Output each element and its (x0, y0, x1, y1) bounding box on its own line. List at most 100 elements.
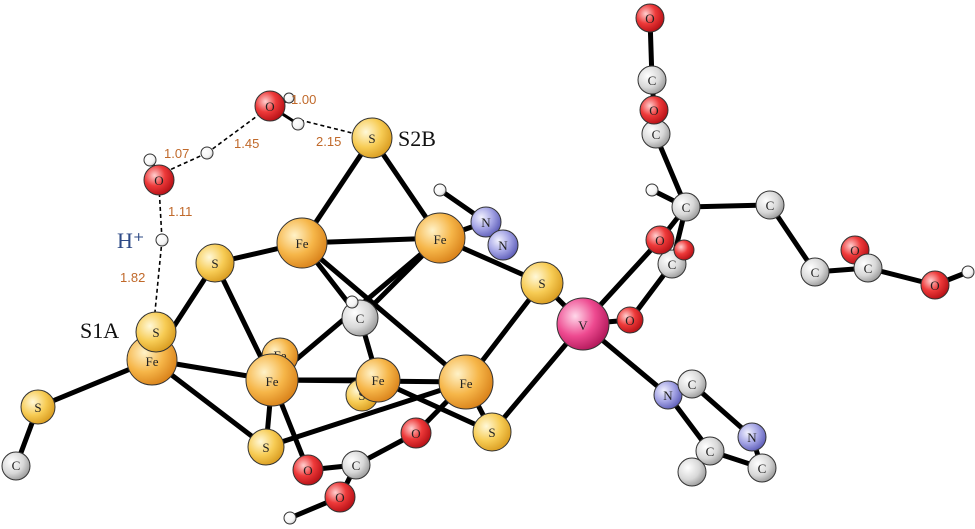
svg-text:S: S (34, 400, 41, 415)
atom-o-top-2: O (639, 95, 669, 125)
atom-h-carbide (345, 295, 359, 309)
svg-text:O: O (850, 243, 859, 258)
atom-fe-upper-right: Fe (414, 212, 466, 264)
distance-2-15: 2.15 (316, 134, 341, 149)
atom-h-water-2a (291, 117, 305, 131)
svg-text:O: O (265, 99, 274, 114)
svg-text:O: O (645, 11, 654, 26)
atom-c-carbide: C (341, 299, 379, 337)
atom-c-histidine-4 (677, 457, 707, 487)
svg-text:C: C (706, 444, 715, 459)
svg-text:V: V (578, 318, 588, 333)
atom-h-proton (155, 233, 169, 247)
atom-s2b: S (351, 117, 393, 159)
svg-text:Fe: Fe (372, 373, 385, 388)
atom-fe-middle: Fe (355, 357, 401, 403)
atom-h-imidazole (433, 183, 447, 197)
atom-c-histidine-2: C (695, 436, 725, 466)
svg-text:O: O (930, 278, 939, 293)
atom-c-top-2: C (641, 119, 671, 149)
svg-text:S: S (488, 425, 495, 440)
label-s1a: S1A (80, 318, 119, 343)
atom-o-homocitrate-2: O (616, 306, 644, 334)
atom-c-center: C (671, 192, 701, 222)
svg-text:S: S (262, 440, 269, 455)
svg-text:N: N (747, 430, 757, 445)
atom-o-top: O (635, 3, 665, 33)
svg-text:C: C (356, 311, 365, 326)
atom-o-chain-2: O (920, 270, 950, 300)
svg-text:O: O (411, 426, 420, 441)
atom-o-water-1: O (143, 164, 175, 196)
atom-o-homocitrate-1: O (645, 225, 675, 255)
label-hplus: H⁺ (117, 228, 145, 253)
atom-h-chain (961, 265, 975, 279)
atom-o-carboxyl-3: O (324, 481, 356, 513)
svg-text:S: S (368, 131, 375, 146)
distance-1-11: 1.11 (168, 204, 192, 219)
atom-o-back (673, 239, 695, 261)
svg-text:N: N (663, 388, 673, 403)
atom-o-carboxyl-2: O (292, 454, 324, 486)
svg-text:C: C (652, 127, 661, 142)
atom-s-lower-right: S (472, 412, 512, 452)
distance-1-45: 1.45 (234, 136, 259, 151)
atom-n-histidine-1: N (653, 380, 683, 410)
atom-h-carboxyl (283, 511, 297, 525)
atom-n-imidazole-2: N (487, 229, 519, 261)
atom-s-bottom: S (247, 428, 285, 466)
atom-s-right: S (520, 261, 564, 305)
atom-h-water-1 (143, 153, 157, 167)
svg-text:O: O (335, 490, 344, 505)
svg-text:C: C (352, 458, 361, 473)
svg-text:C: C (12, 458, 21, 473)
atom-h-water-bridge (200, 146, 214, 160)
distance-1-07: 1.07 (164, 146, 189, 161)
atom-c-chain-1: C (800, 257, 830, 287)
atom-c-top-1: C (637, 65, 667, 95)
svg-text:C: C (811, 265, 820, 280)
svg-text:O: O (625, 313, 634, 328)
atom-c-carboxyl: C (341, 450, 371, 480)
atom-c-branch: C (755, 190, 785, 220)
svg-text:Fe: Fe (434, 232, 447, 247)
svg-text:N: N (498, 238, 508, 253)
svg-text:O: O (649, 103, 658, 118)
svg-text:N: N (481, 215, 491, 230)
label-s2b: S2B (398, 126, 436, 151)
atom-o-carboxyl-1: O (400, 417, 432, 449)
svg-text:O: O (303, 463, 312, 478)
svg-text:C: C (688, 377, 697, 392)
atom-n-imidazole-1: N (470, 206, 502, 238)
svg-text:Fe: Fe (460, 376, 473, 391)
svg-text:C: C (864, 261, 873, 276)
svg-text:C: C (668, 257, 677, 272)
atom-n-histidine-2: N (737, 422, 767, 452)
atom-c-bottom-left: C (1, 451, 31, 481)
svg-text:Fe: Fe (296, 236, 309, 251)
atom-h-water-2b (283, 92, 295, 104)
svg-text:Fe: Fe (146, 354, 159, 369)
atom-s-bottom-left: S (20, 389, 56, 425)
svg-text:S: S (152, 325, 159, 340)
distance-1-00: 1.00 (291, 92, 316, 107)
svg-text:C: C (766, 198, 775, 213)
svg-text:C: C (648, 73, 657, 88)
atom-v: V (556, 297, 610, 351)
svg-text:S: S (211, 256, 218, 271)
svg-text:S: S (538, 276, 545, 291)
atom-fe-middle-left: Fe (245, 353, 299, 407)
atom-o-water-2: O (254, 90, 286, 122)
svg-text:O: O (655, 233, 664, 248)
atom-c-histidine-1: C (677, 369, 707, 399)
svg-text:C: C (758, 461, 767, 476)
atom-c-histidine-3: C (747, 453, 777, 483)
atom-fe-upper: Fe (276, 217, 328, 269)
atom-h-homocitrate (645, 183, 659, 197)
atom-fe-middle-right: Fe (438, 354, 494, 410)
svg-text:Fe: Fe (266, 374, 279, 389)
atom-s-upper-left: S (195, 243, 235, 283)
svg-text:O: O (154, 173, 163, 188)
distance-1-82: 1.82 (120, 270, 145, 285)
